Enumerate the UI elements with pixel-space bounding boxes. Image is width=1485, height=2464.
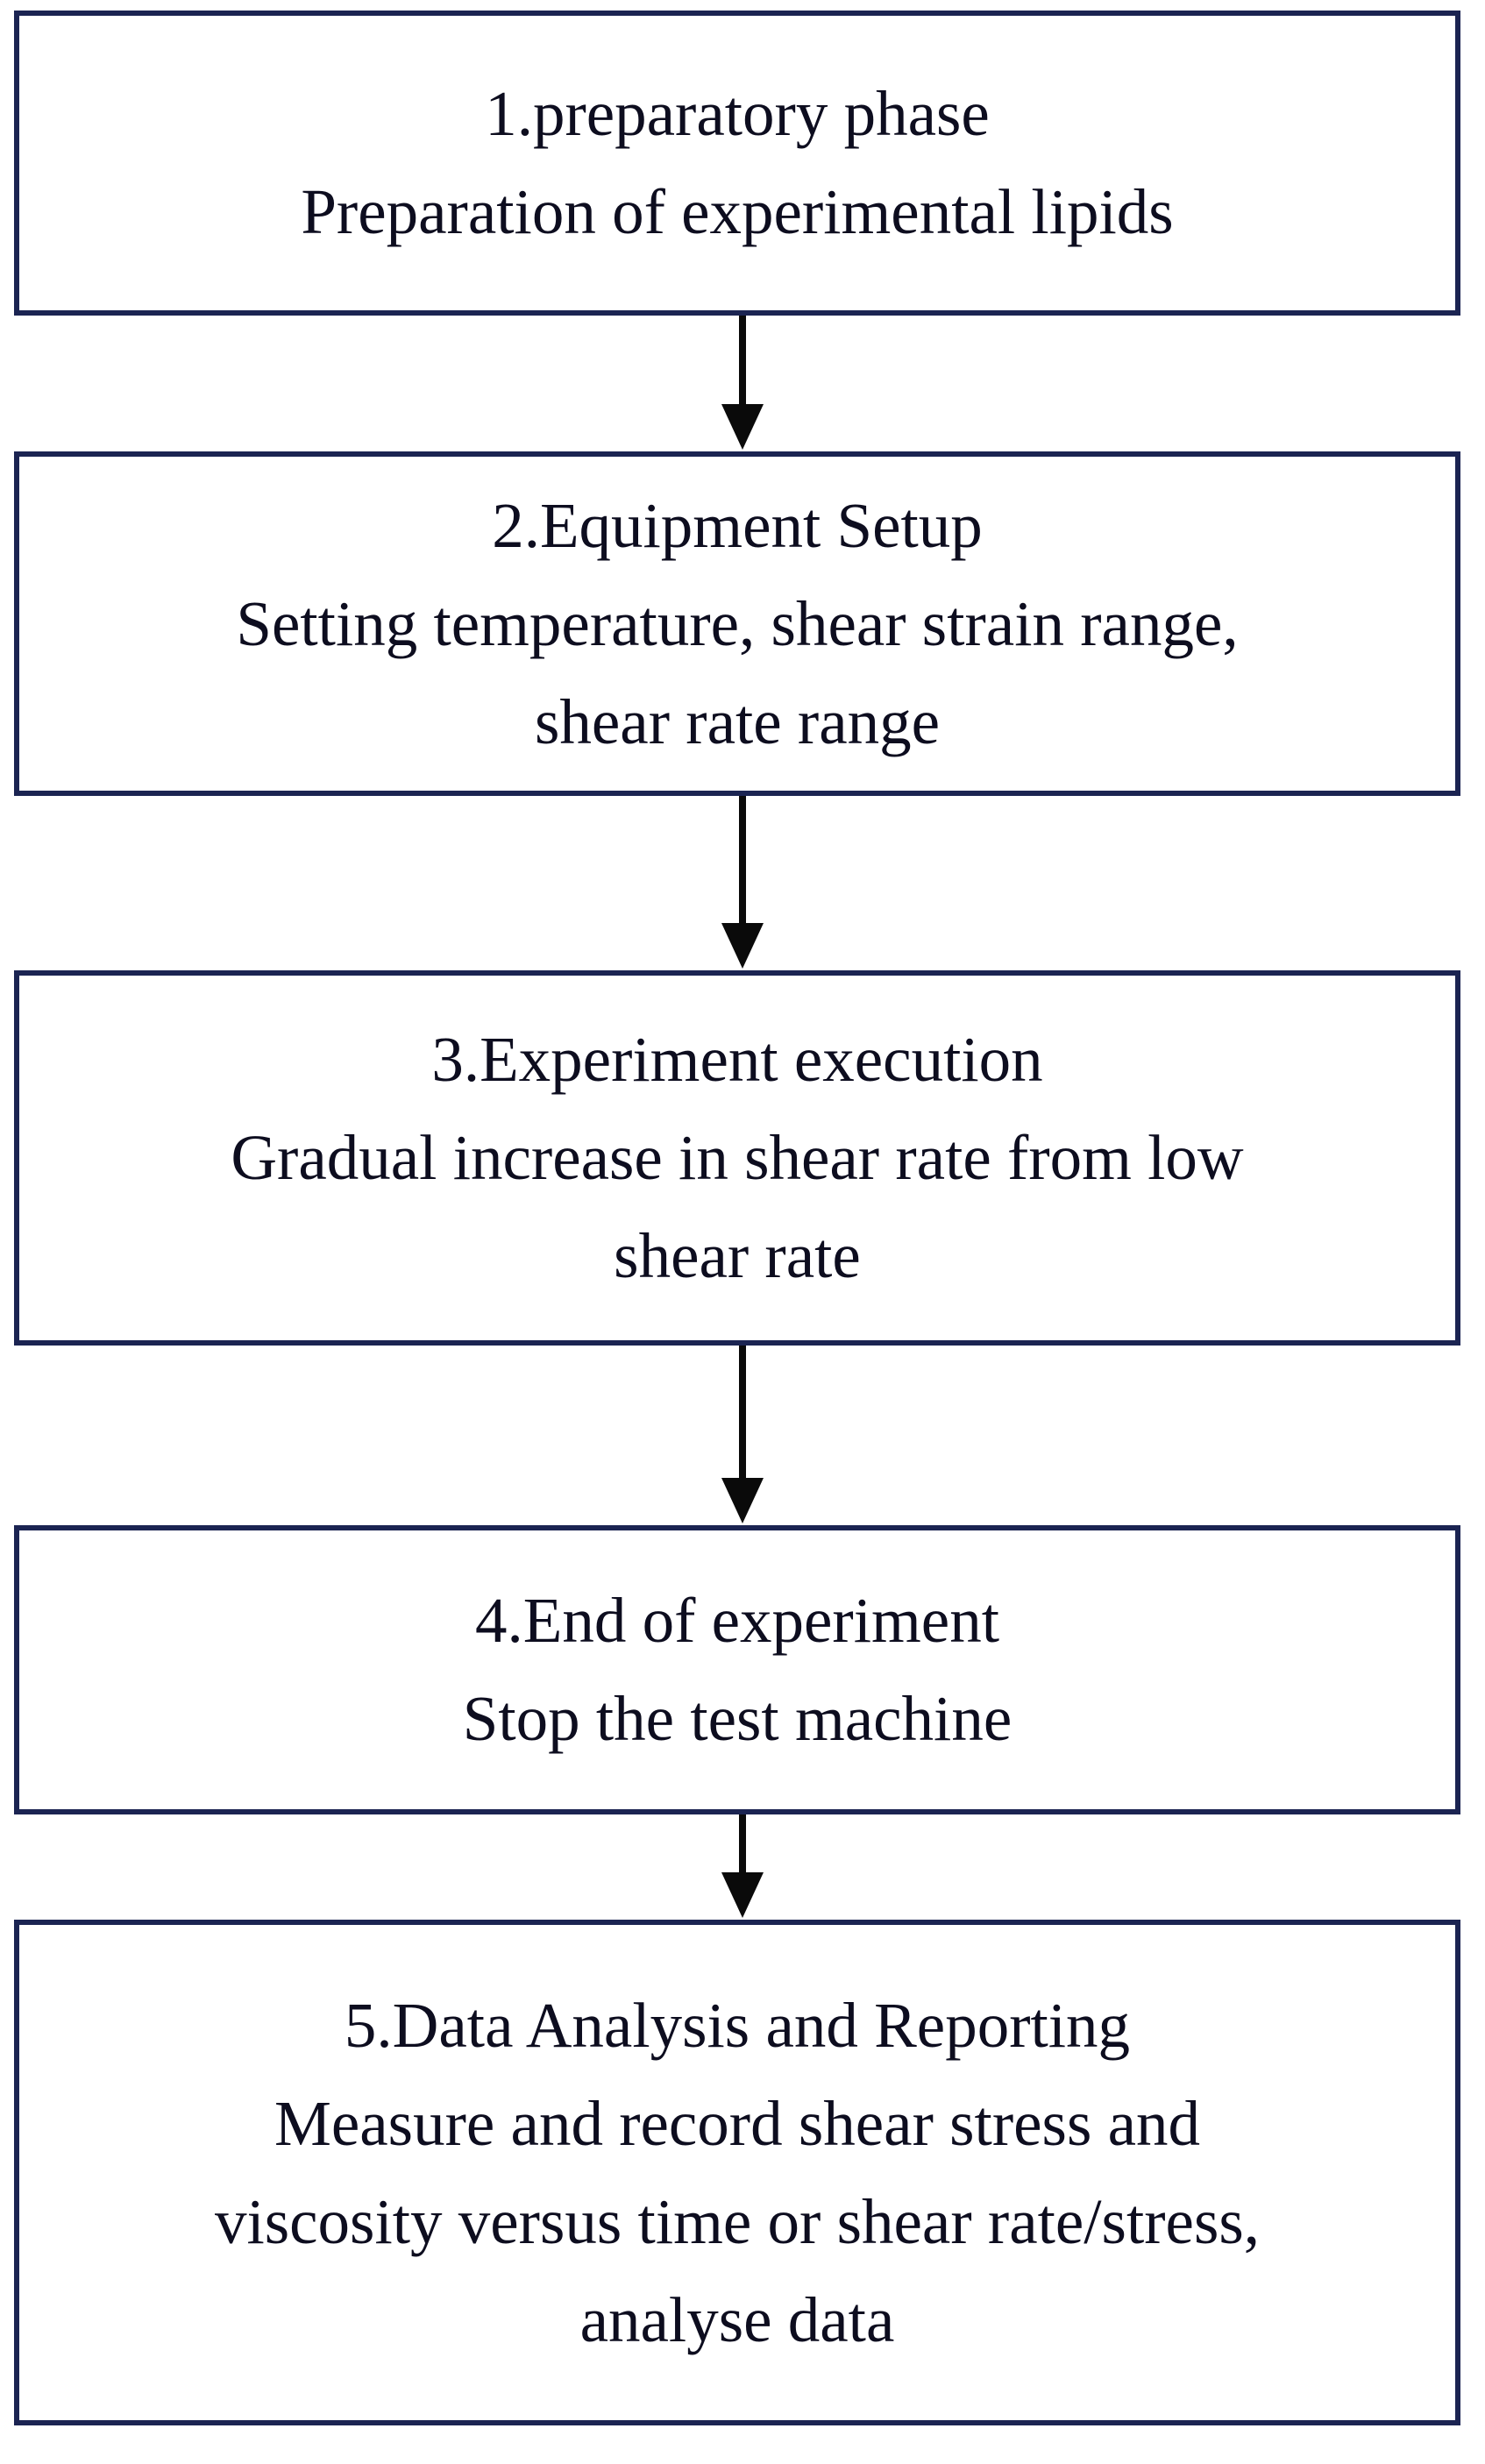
step-5-box: 5.Data Analysis and Reporting Measure an… [14,1920,1460,2425]
arrow-head [721,404,764,450]
arrow-shaft [739,796,746,923]
step-5-description: Measure and record shear stress and [274,2087,1201,2159]
arrow-down-icon [718,796,767,969]
step-3-description-cont: shear rate [614,1220,861,1291]
arrow-head [721,923,764,969]
arrow-down-icon [718,1346,767,1523]
step-4-title: 4.End of experiment [474,1585,999,1656]
step-2-box: 2.Equipment Setup Setting temperature, s… [14,451,1460,796]
step-5-description-cont: viscosity versus time or shear rate/stre… [214,2185,1261,2257]
step-5-description-end: analyse data [579,2283,895,2355]
arrow-head [721,1872,764,1918]
step-2-description-cont: shear rate range [534,685,941,757]
step-4-box: 4.End of experiment Stop the test machin… [14,1525,1460,1814]
step-2-description: Setting temperature, shear strain range, [236,587,1239,659]
step-3-title: 3.Experiment execution [431,1024,1043,1095]
arrow-shaft [739,316,746,404]
step-4-description: Stop the test machine [462,1683,1012,1754]
step-2-title: 2.Equipment Setup [492,489,983,561]
step-3-box: 3.Experiment execution Gradual increase … [14,970,1460,1346]
step-5-title: 5.Data Analysis and Reporting [344,1989,1131,2061]
arrow-down-icon [718,1814,767,1918]
arrow-down-icon [718,316,767,450]
arrow-shaft [739,1814,746,1872]
step-1-title: 1.preparatory phase [485,78,990,149]
step-3-description: Gradual increase in shear rate from low [231,1122,1244,1193]
step-1-description: Preparation of experimental lipids [301,176,1174,247]
step-1-box: 1.preparatory phase Preparation of exper… [14,11,1460,316]
arrow-head [721,1478,764,1523]
arrow-shaft [739,1346,746,1478]
